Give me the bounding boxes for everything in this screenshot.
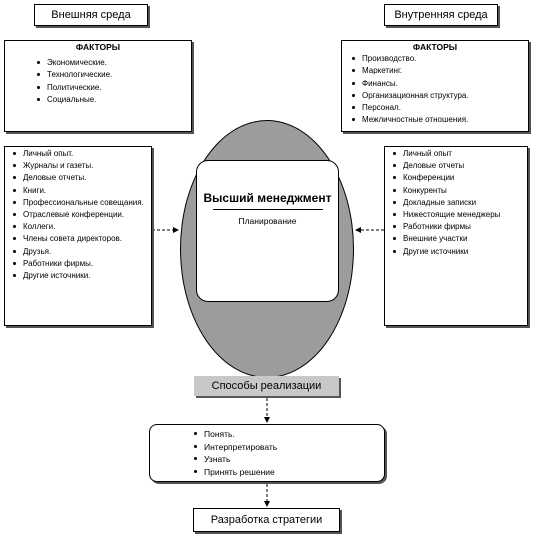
- list-item: Внешние участки: [389, 233, 527, 245]
- external-factors-list: Экономические. Технологические. Политиче…: [5, 53, 191, 106]
- list-item: Другие источники.: [9, 270, 151, 282]
- strategy-development-box: Разработка стратегии: [193, 508, 340, 532]
- list-item: Отраслевые конференции.: [9, 209, 151, 221]
- implementation-methods-title: Способы реализации: [211, 380, 322, 392]
- list-item: Конференции: [389, 172, 527, 184]
- list-item: Экономические.: [33, 57, 191, 69]
- list-item: Деловые отчеты.: [9, 172, 151, 184]
- list-item: Профессиональные совещания.: [9, 197, 151, 209]
- list-item: Организационная структура.: [348, 90, 528, 102]
- list-item: Члены совета директоров.: [9, 233, 151, 245]
- list-item: Финансы.: [348, 78, 528, 90]
- external-factors-title: ФАКТОРЫ: [75, 42, 121, 52]
- list-item: Работники фирмы.: [9, 258, 151, 270]
- internal-sources-box: Личный опыт Деловые отчеты Конференции К…: [384, 146, 528, 326]
- list-item: Интерпретировать: [190, 441, 384, 454]
- internal-factors-title: ФАКТОРЫ: [412, 42, 458, 52]
- top-management-title: Высший менеджмент: [203, 191, 332, 205]
- divider: [212, 209, 323, 210]
- internal-factors-box: ФАКТОРЫ Производство. Маркетинг. Финансы…: [341, 40, 529, 132]
- list-item: Социальные.: [33, 94, 191, 106]
- list-item: Докладные записки: [389, 197, 527, 209]
- top-management-box: Высший менеджмент Планирование: [196, 160, 339, 302]
- list-item: Конкуренты: [389, 185, 527, 197]
- list-item: Коллеги.: [9, 221, 151, 233]
- list-item: Работники фирмы: [389, 221, 527, 233]
- list-item: Принять решение: [190, 466, 384, 479]
- list-item: Технологические.: [33, 69, 191, 81]
- list-item: Деловые отчеты: [389, 160, 527, 172]
- external-sources-box: Личный опыт. Журналы и газеты. Деловые о…: [4, 146, 152, 326]
- external-environment-header: Внешняя среда: [34, 4, 148, 26]
- list-item: Личный опыт: [389, 148, 527, 160]
- internal-environment-header: Внутренняя среда: [384, 4, 498, 26]
- steps-box: Понять. Интерпретировать Узнать Принять …: [149, 424, 385, 482]
- strategy-development-title: Разработка стратегии: [210, 514, 323, 526]
- list-item: Маркетинг.: [348, 65, 528, 77]
- list-item: Персонал.: [348, 102, 528, 114]
- internal-factors-list: Производство. Маркетинг. Финансы. Органи…: [342, 53, 528, 126]
- list-item: Журналы и газеты.: [9, 160, 151, 172]
- list-item: Производство.: [348, 53, 528, 65]
- list-item: Друзья.: [9, 246, 151, 258]
- external-environment-title: Внешняя среда: [51, 9, 131, 21]
- list-item: Другие источники: [389, 246, 527, 258]
- list-item: Нижестоящие менеджеры: [389, 209, 527, 221]
- list-item: Узнать: [190, 453, 384, 466]
- external-factors-box: ФАКТОРЫ Экономические. Технологические. …: [4, 40, 192, 132]
- list-item: Личный опыт.: [9, 148, 151, 160]
- list-item: Межличностные отношения.: [348, 114, 528, 126]
- list-item: Книги.: [9, 185, 151, 197]
- planning-label: Планирование: [238, 216, 297, 226]
- external-sources-list: Личный опыт. Журналы и газеты. Деловые о…: [5, 147, 151, 282]
- list-item: Политические.: [33, 82, 191, 94]
- internal-environment-title: Внутренняя среда: [394, 9, 488, 21]
- internal-sources-list: Личный опыт Деловые отчеты Конференции К…: [385, 147, 527, 258]
- steps-list: Понять. Интерпретировать Узнать Принять …: [150, 425, 384, 478]
- implementation-methods-bar: Способы реализации: [194, 376, 339, 396]
- list-item: Понять.: [190, 428, 384, 441]
